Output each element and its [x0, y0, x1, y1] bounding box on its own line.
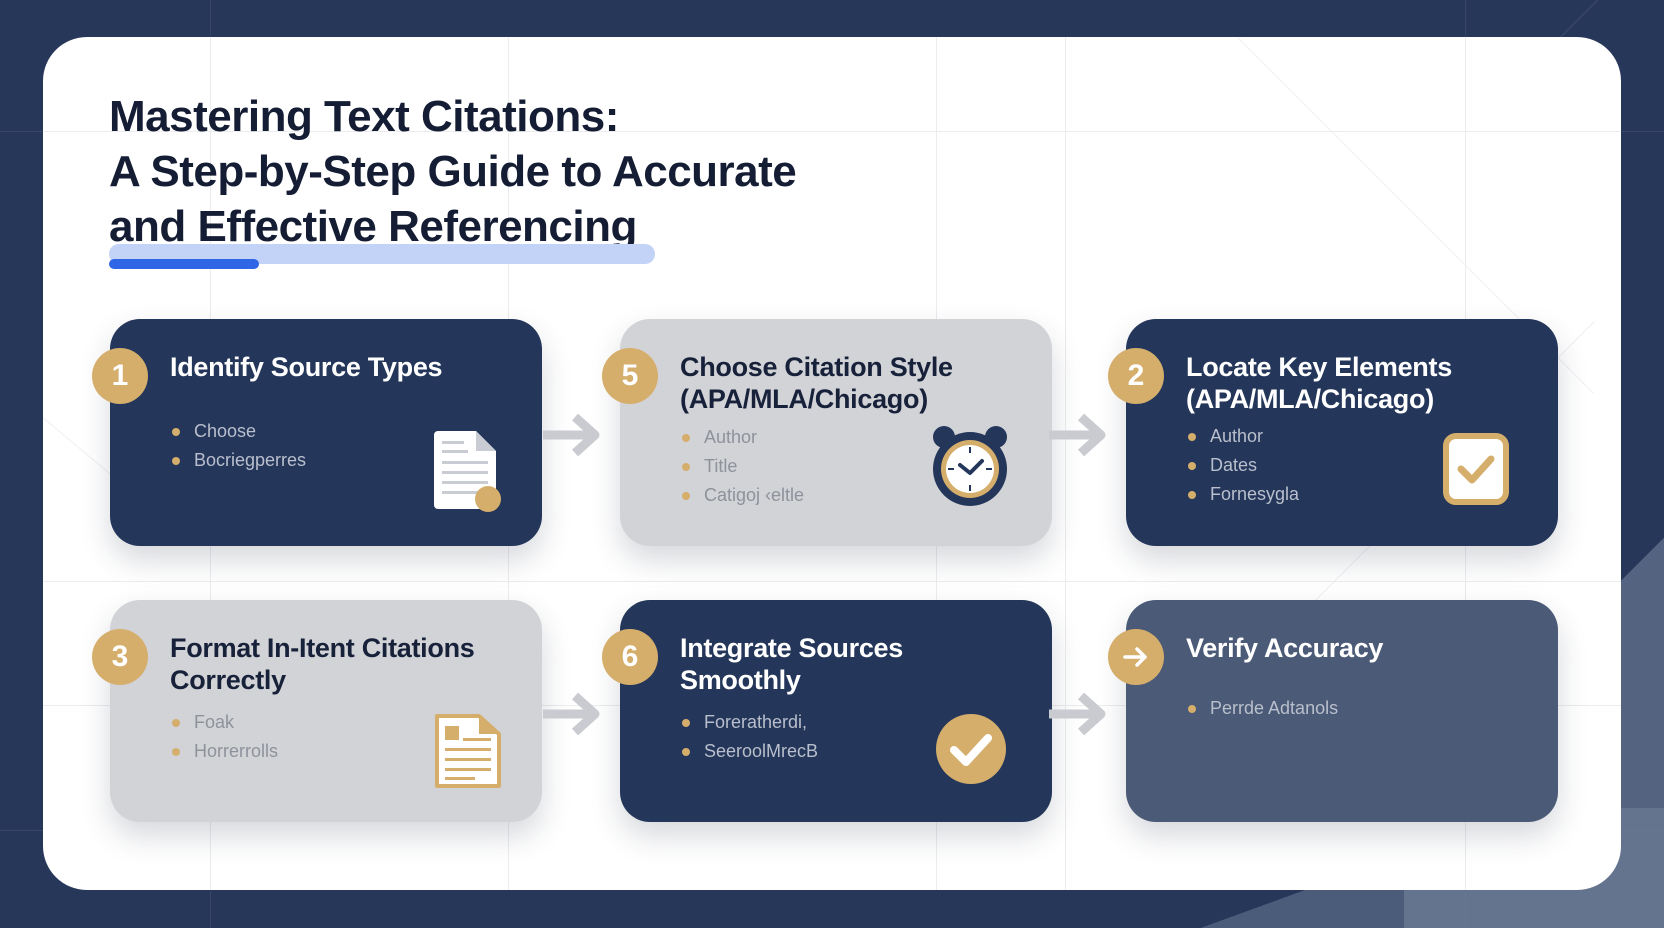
check-circle-icon [936, 714, 1006, 784]
step-card-verify-accuracy: Verify Accuracy Perrde Adtanols [1108, 600, 1558, 822]
step-title: Verify Accuracy [1186, 632, 1383, 664]
bullet-item: Author [682, 423, 804, 452]
step-bullet-list: Foreratherdi, SeeroolMrecB [682, 708, 818, 766]
step-number-badge: 6 [602, 629, 658, 685]
title-line-1: Mastering Text Citations: [109, 92, 619, 141]
step-number-badge: 2 [1108, 348, 1164, 404]
step-title-line: Choose Citation Style [680, 352, 953, 382]
step-title-line: Format In-Itent Citations [170, 633, 475, 663]
arrow-right-icon [543, 692, 600, 736]
bullet-item: Catigoj ‹eltle [682, 481, 804, 510]
step-number-badge: 3 [92, 629, 148, 685]
checkbox-icon [1443, 433, 1509, 505]
step-title-line: Smoothly [680, 665, 801, 695]
step-title-line: Correctly [170, 665, 286, 695]
title-underline-accent [109, 259, 259, 269]
arrow-right-icon [1049, 692, 1106, 736]
bullet-item: Title [682, 452, 804, 481]
step-title: Identify Source Types [170, 351, 443, 383]
title-line-3: and Effective Referencing [109, 202, 637, 251]
step-bullet-list: Author Dates Fornesygla [1188, 422, 1299, 509]
step-bullet-list: Choose Bocriegperres [172, 417, 306, 475]
step-title-line: Locate Key Elements [1186, 352, 1452, 382]
step-title-line: Integrate Sources [680, 633, 903, 663]
step-bullet-list: Perrde Adtanols [1188, 694, 1338, 723]
step-number-badge: 1 [92, 348, 148, 404]
step-card-identify-source-types: 1 Identify Source Types Choose Bocriegpe… [92, 319, 542, 546]
bullet-item: Dates [1188, 451, 1299, 480]
arrow-right-icon [1123, 647, 1147, 667]
bullet-item: Horrerrolls [172, 737, 278, 766]
document-lines-icon [435, 714, 501, 788]
arrow-badge [1108, 629, 1164, 685]
step-title: Choose Citation Style (APA/MLA/Chicago) [680, 351, 953, 415]
step-title-line: (APA/MLA/Chicago) [680, 384, 928, 414]
arrow-right-icon [1049, 413, 1106, 457]
main-panel: Mastering Text Citations: A Step-by-Step… [43, 37, 1621, 890]
step-card-format-citations: 3 Format In-Itent Citations Correctly Fo… [92, 600, 542, 822]
step-title: Locate Key Elements (APA/MLA/Chicago) [1186, 351, 1452, 415]
arrow-right-icon [543, 413, 600, 457]
step-number-badge: 5 [602, 348, 658, 404]
step-title: Format In-Itent Citations Correctly [170, 632, 475, 696]
step-card-choose-citation-style: 5 Choose Citation Style (APA/MLA/Chicago… [602, 319, 1052, 546]
step-bullet-list: Author Title Catigoj ‹eltle [682, 423, 804, 510]
step-title-line: Identify Source Types [170, 352, 443, 382]
step-title-line: (APA/MLA/Chicago) [1186, 384, 1434, 414]
background-diagonal-line [1560, 0, 1660, 38]
alarm-clock-icon [933, 426, 1007, 506]
title-line-2: A Step-by-Step Guide to Accurate [109, 147, 797, 196]
bullet-item: Bocriegperres [172, 446, 306, 475]
bullet-item: Foak [172, 708, 278, 737]
bullet-item: Perrde Adtanols [1188, 694, 1338, 723]
document-icon [434, 431, 501, 512]
step-bullet-list: Foak Horrerrolls [172, 708, 278, 766]
panel-grid-line [43, 581, 1621, 582]
bullet-item: Author [1188, 422, 1299, 451]
bullet-item: Fornesygla [1188, 480, 1299, 509]
step-card-integrate-sources: 6 Integrate Sources Smoothly Foreratherd… [602, 600, 1052, 822]
step-title: Integrate Sources Smoothly [680, 632, 903, 696]
page-title: Mastering Text Citations: A Step-by-Step… [109, 89, 797, 254]
bullet-item: Foreratherdi, [682, 708, 818, 737]
bullet-item: Choose [172, 417, 306, 446]
step-card-locate-key-elements: 2 Locate Key Elements (APA/MLA/Chicago) … [1108, 319, 1558, 546]
step-title-line: Verify Accuracy [1186, 633, 1384, 663]
bullet-item: SeeroolMrecB [682, 737, 818, 766]
panel-grid-line [1065, 37, 1066, 890]
panel-grid-line [43, 131, 1621, 132]
